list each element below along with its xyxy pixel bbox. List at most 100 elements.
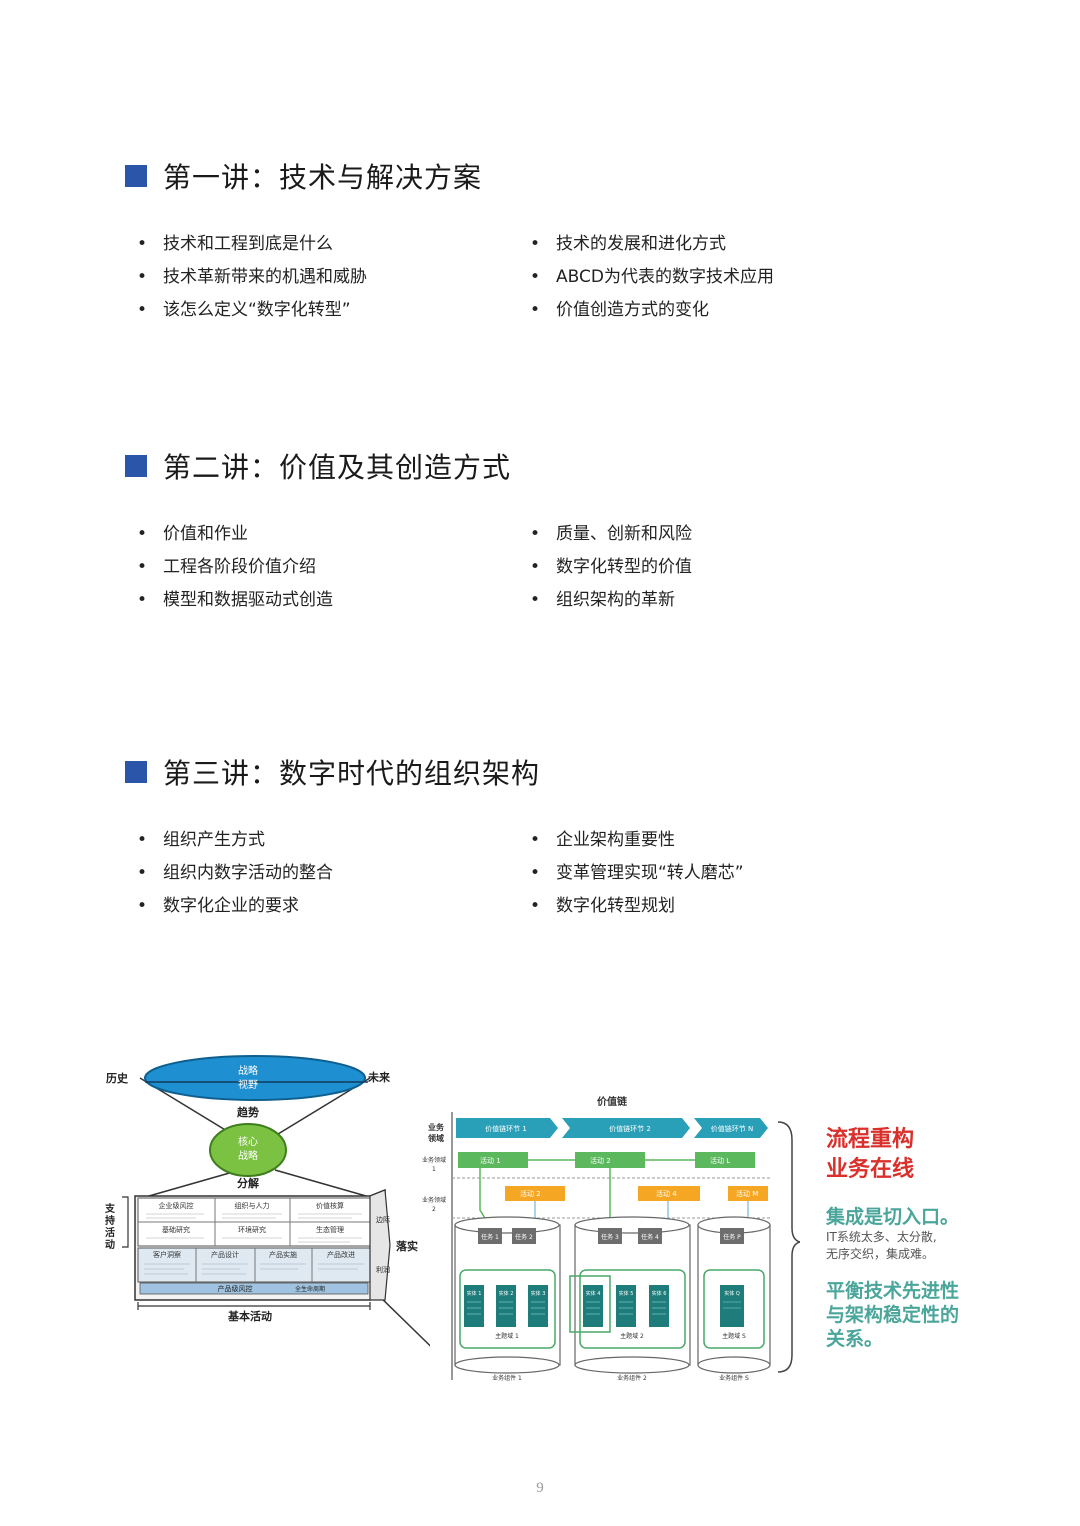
topic-columns: •组织产生方式 •组织内数字活动的整合 •数字化企业的要求 •企业架构重要性 •…: [125, 824, 955, 934]
list-item: •数字化转型的价值: [530, 551, 692, 584]
domain-label: 2: [432, 1206, 436, 1213]
side-red-text: 流程重构: [826, 1127, 915, 1152]
entity-label: 实体 6: [652, 1290, 667, 1297]
topic-columns: •技术和工程到底是什么 •技术革新带来的机遇和威胁 •该怎么定义“数字化转型” …: [125, 228, 955, 338]
subject-domain: [459, 1269, 556, 1349]
history-label: 历史: [106, 1071, 129, 1085]
domain-label: 业务领域: [422, 1196, 446, 1204]
section-title: 第二讲：价值及其创造方式: [163, 451, 512, 484]
domain-label: 1: [432, 1166, 436, 1173]
activity-label: 活动 L: [710, 1156, 730, 1165]
bullet-icon: •: [530, 863, 541, 883]
activity-box: [728, 1186, 768, 1201]
strategy-diagram: 历史 未来 战略 视野 趋势 核心 战略 分解 支 持 活 动 企业级风控 组织…: [104, 1055, 430, 1347]
list-item: •数字化转型规划: [530, 890, 744, 923]
topic-list-left: •组织产生方式 •组织内数字活动的整合 •数字化企业的要求: [137, 824, 333, 923]
activity-box: [458, 1152, 528, 1168]
curly-brace: [777, 1121, 800, 1373]
list-item: •ABCD为代表的数字技术应用: [530, 261, 774, 294]
list-item: •组织内数字活动的整合: [137, 857, 333, 890]
component-label: 业务组件 1: [492, 1374, 522, 1382]
subject-domain: [703, 1269, 765, 1349]
bullet-icon: •: [137, 557, 148, 577]
product-risk-bar: [139, 1282, 369, 1295]
entity-label: 实体 3: [531, 1290, 546, 1297]
list-item: •该怎么定义“数字化转型”: [137, 294, 367, 327]
bullet-icon: •: [137, 300, 148, 320]
bullet-icon: •: [530, 830, 541, 850]
bullet-icon: •: [530, 896, 541, 916]
entity-label: 实体 5: [619, 1290, 634, 1297]
section-header: 第三讲：数字时代的组织架构: [125, 752, 955, 792]
bullet-icon: •: [137, 524, 148, 544]
bullet-icon: •: [137, 830, 148, 850]
topic-list-right: •质量、创新和风险 •数字化转型的价值 •组织架构的革新: [530, 518, 692, 617]
value-link-label: 价值链环节 1: [485, 1124, 527, 1133]
vision-label: 视野: [238, 1078, 258, 1091]
primary-cell: 产品实施: [269, 1250, 297, 1259]
bullet-icon: •: [137, 896, 148, 916]
activity-box: [638, 1186, 700, 1201]
business-domain-label: 业务: [428, 1122, 445, 1132]
bullet-icon: •: [530, 267, 541, 287]
section-2: 第二讲：价值及其创造方式 •价值和作业 •工程各阶段价值介绍 •模型和数据驱动式…: [125, 446, 955, 628]
bullet-icon: •: [530, 234, 541, 254]
support-cell: 组织与人力: [235, 1201, 270, 1210]
component-label: 业务组件 S: [719, 1374, 749, 1382]
support-cell: 环境研究: [238, 1225, 266, 1234]
primary-cell: 客户洞察: [153, 1250, 181, 1259]
value-link-label: 价值链环节 N: [711, 1124, 753, 1133]
bullet-icon: •: [137, 267, 148, 287]
decompose-label: 分解: [237, 1176, 259, 1190]
support-cell: 价值核算: [316, 1201, 344, 1210]
activity-box: [505, 1186, 565, 1201]
core-strategy-label: 核心: [238, 1135, 258, 1148]
list-item: •变革管理实现“转人磨芯”: [530, 857, 744, 890]
list-item: •技术的发展和进化方式: [530, 228, 774, 261]
side-teal-text: 平衡技术先进性: [826, 1280, 960, 1302]
implement-label: 落实: [396, 1239, 418, 1253]
subject-domain: [579, 1269, 686, 1349]
side-teal-heading: 集成是切入口。: [826, 1206, 960, 1228]
primary-activities-area: [137, 1247, 371, 1283]
section-title: 第三讲：数字时代的组织架构: [163, 757, 541, 790]
task-box: [512, 1228, 536, 1244]
product-risk-label: 产品级风控: [218, 1284, 253, 1293]
list-item: •组织架构的革新: [530, 584, 692, 617]
list-item: •工程各阶段价值介绍: [137, 551, 333, 584]
value-link-1: [456, 1118, 558, 1138]
margin-label: 利润: [376, 1265, 390, 1274]
bullet-icon: •: [137, 590, 148, 610]
topic-list-right: •企业架构重要性 •变革管理实现“转人磨芯” •数字化转型规划: [530, 824, 744, 923]
bullet-icon: •: [530, 557, 541, 577]
list-item: •技术和工程到底是什么: [137, 228, 367, 261]
support-label: 活: [105, 1226, 115, 1239]
bullet-icon: •: [137, 234, 148, 254]
list-item: •技术革新带来的机遇和威胁: [137, 261, 367, 294]
section-3: 第三讲：数字时代的组织架构 •组织产生方式 •组织内数字活动的整合 •数字化企业…: [125, 752, 955, 934]
square-bullet-icon: [125, 761, 147, 783]
entity-cards: [464, 1285, 744, 1327]
activity-box: [575, 1152, 645, 1168]
business-component-s: [697, 1216, 771, 1374]
topic-list-right: •技术的发展和进化方式 •ABCD为代表的数字技术应用 •价值创造方式的变化: [530, 228, 774, 327]
support-label: 支: [104, 1202, 116, 1215]
subject-domain-label: 主题域 S: [722, 1332, 746, 1340]
task-label: 任务 1: [481, 1233, 499, 1241]
value-chain-label: 价值链: [597, 1095, 628, 1108]
future-label: 未来: [367, 1070, 391, 1084]
activity-label: 活动 2: [590, 1156, 611, 1165]
list-item: •组织产生方式: [137, 824, 333, 857]
entity-label: 实体 4: [586, 1290, 601, 1297]
domain-label: 业务领域: [422, 1156, 446, 1164]
vision-ellipse: [144, 1055, 366, 1101]
value-link-n: [694, 1118, 768, 1138]
bullet-icon: •: [530, 524, 541, 544]
support-cell: 企业级风控: [159, 1201, 194, 1210]
list-item: •价值和作业: [137, 518, 333, 551]
topic-list-left: •价值和作业 •工程各阶段价值介绍 •模型和数据驱动式创造: [137, 518, 333, 617]
entity-label: 实体 2: [499, 1290, 514, 1297]
list-item: •数字化企业的要求: [137, 890, 333, 923]
side-teal-text: 与架构稳定性的: [826, 1304, 960, 1326]
vision-label: 战略: [238, 1064, 258, 1077]
